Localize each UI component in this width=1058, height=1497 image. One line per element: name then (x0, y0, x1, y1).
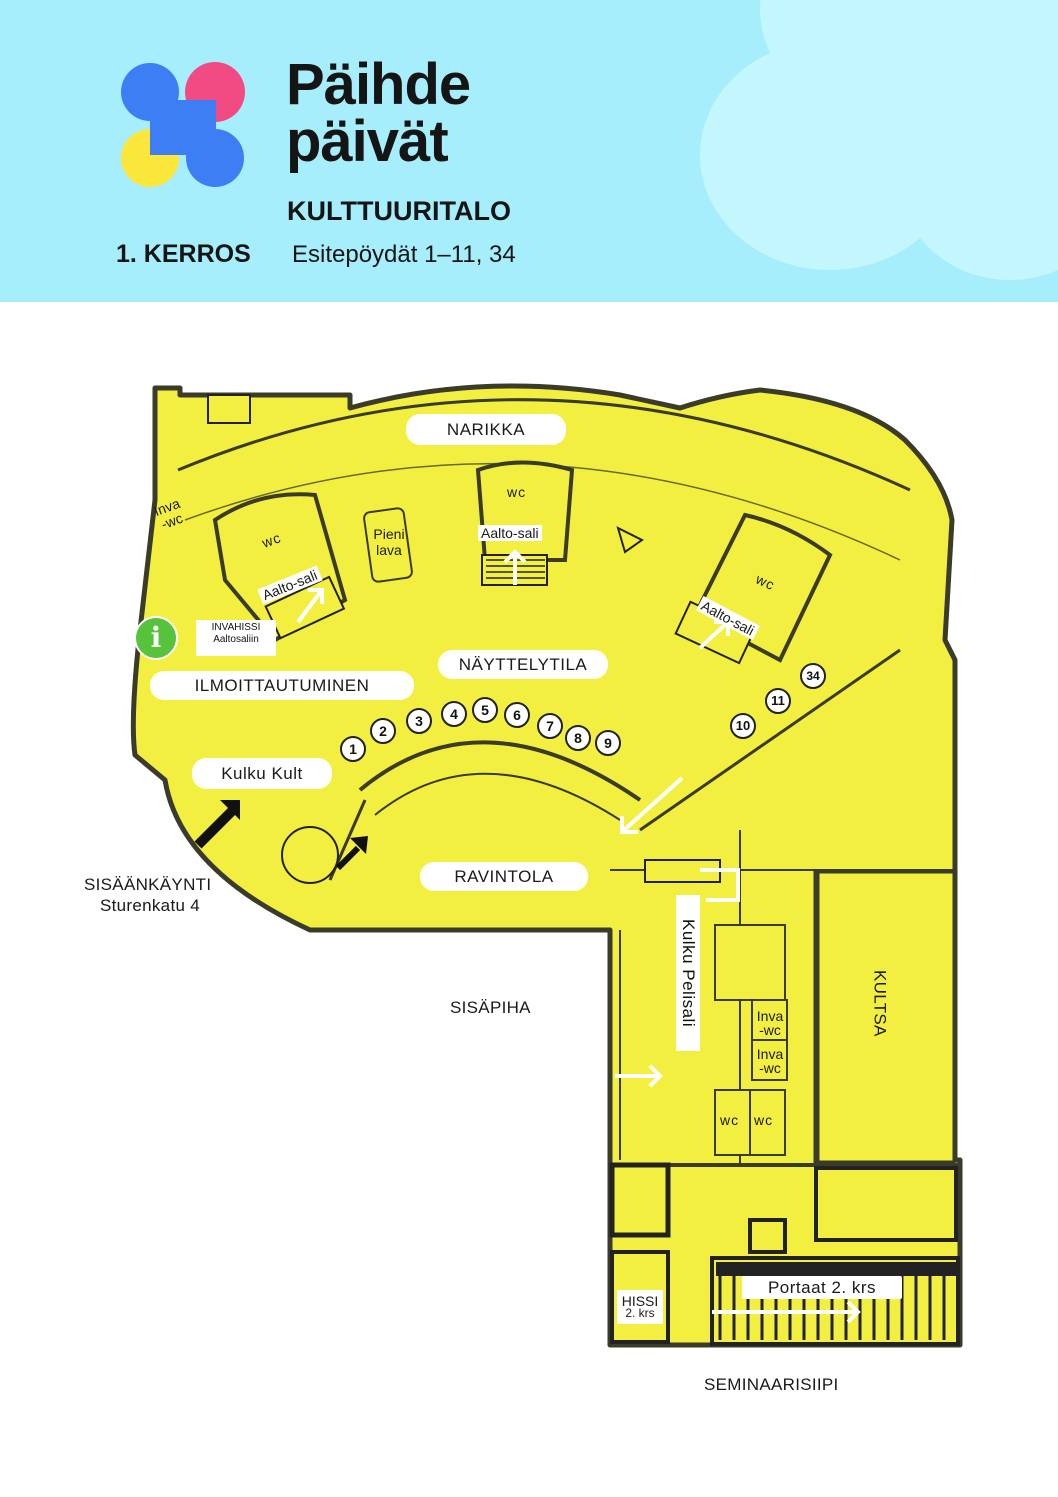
desk-number: 11 (765, 688, 791, 714)
desk-number: 10 (730, 713, 756, 739)
label-nayttelytila: NÄYTTELYTILA (438, 650, 608, 679)
label-narikka: NARIKKA (406, 414, 566, 445)
label-wc: wc (507, 484, 527, 500)
stage-pieni-lava (363, 507, 413, 583)
spiral-stair (281, 826, 339, 884)
label-hissi-line2: 2. krs (617, 1307, 663, 1324)
label-kulku-pelisali: Kulku Pelisali (676, 895, 700, 1051)
logo-title-line1: Päihde (286, 52, 471, 117)
logo-mark (121, 62, 245, 187)
room-wc-center (475, 460, 575, 562)
wall-line (639, 648, 901, 832)
label-wc: wc (754, 1112, 774, 1128)
label-portaat: Portaat 2. krs (742, 1276, 902, 1299)
label-inva-wc-line1: Inva (756, 1046, 784, 1062)
label-invahissi-line2: Aaltosaliin (213, 634, 259, 645)
label-hissi-line1: HISSI (617, 1290, 663, 1309)
stair-steps (207, 394, 251, 424)
desk-range-label: Esitepöydät 1–11, 34 (292, 241, 516, 268)
desk-number: 2 (370, 718, 396, 744)
desk-number: 34 (800, 663, 826, 689)
label-inva-wc-line1: Inva (756, 1008, 784, 1024)
triangle-marker (616, 526, 644, 554)
room-block (814, 1166, 958, 1242)
label-aalto-sali: Aalto-sali (478, 525, 542, 541)
label-pieni-line1: Pieni (373, 526, 405, 542)
invahissi-box: INVAHISSI Aaltosaliin (196, 620, 276, 656)
arrow-icon (194, 806, 237, 849)
label-inva-wc-line2: -wc (759, 1022, 781, 1038)
label-entrance-line2: Sturenkatu 4 (100, 896, 200, 915)
label-kulku-kult: Kulku Kult (192, 758, 332, 789)
ravintola-arc (358, 740, 642, 802)
arrow-icon (335, 845, 361, 871)
label-seminaarisiipi: SEMINAARISIIPI (704, 1375, 839, 1394)
label-ravintola: RAVINTOLA (420, 862, 588, 891)
label-entrance-line1: SISÄÄNKÄYNTI (84, 875, 212, 894)
desk-number: 5 (472, 697, 498, 723)
inner-wall-curve (177, 398, 911, 492)
logo-title-line2: päivät (286, 109, 449, 174)
label-sisapiha: SISÄPIHA (450, 998, 531, 1017)
ravintola-arc (374, 772, 621, 821)
label-kultsa: KULTSA (870, 970, 890, 1037)
room-kultsa (816, 870, 956, 1164)
stairs-to-2nd-floor (710, 1256, 960, 1346)
room-block (609, 1162, 671, 1238)
desk-number: 1 (340, 736, 366, 762)
label-pieni-line2: lava (376, 542, 402, 558)
desk-number: 3 (406, 708, 432, 734)
info-icon: i (134, 616, 178, 660)
arrow-icon (220, 800, 240, 820)
room-block (748, 1218, 787, 1254)
label-invahissi-line1: INVAHISSI (211, 622, 261, 633)
desk-number: 6 (504, 702, 530, 728)
desk-number: 4 (441, 701, 467, 727)
room-service (714, 924, 786, 1001)
label-ilmoittautuminen: ILMOITTAUTUMINEN (150, 671, 414, 700)
floor-label: 1. KERROS (116, 240, 251, 268)
venue-name: KULTTUURITALO (287, 196, 511, 226)
arrow-icon (350, 836, 368, 854)
label-wc: wc (720, 1112, 740, 1128)
desk-number: 9 (595, 730, 621, 756)
label-inva-wc-line2: -wc (759, 1060, 781, 1076)
desk-number: 8 (565, 725, 591, 751)
desk-number: 7 (537, 713, 563, 739)
